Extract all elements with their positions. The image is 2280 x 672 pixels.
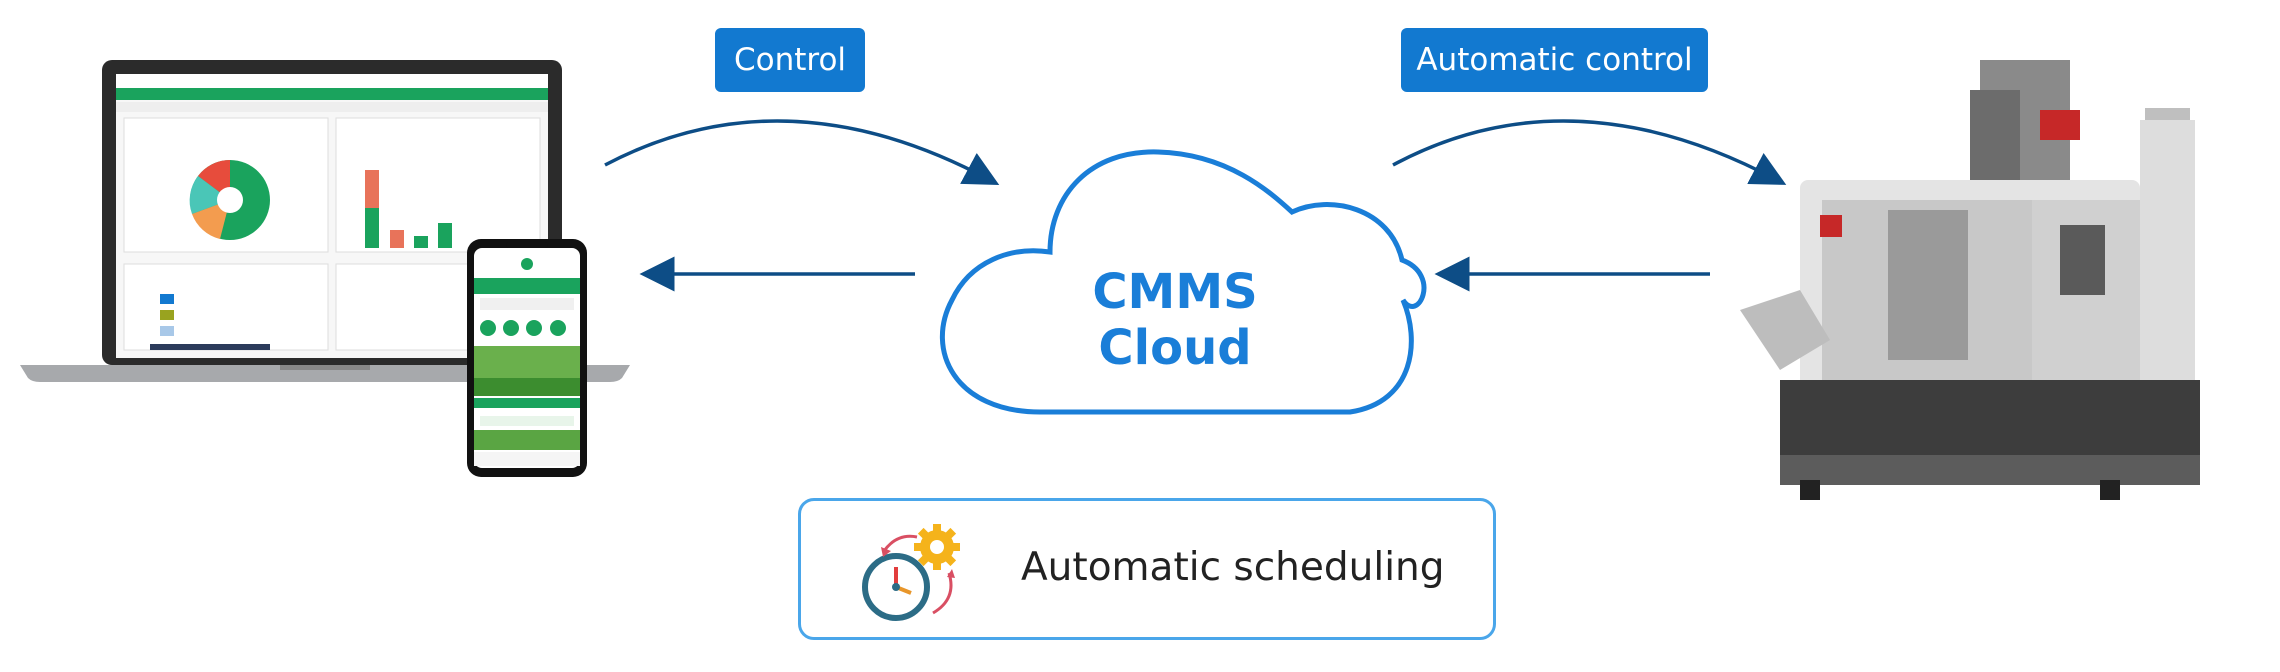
arrow-cloud-to-machine: [1392, 119, 1787, 185]
automatic-scheduling-label: Automatic scheduling: [1021, 545, 1445, 590]
cloud-label: CMMS Cloud: [1092, 264, 1258, 376]
cloud-icon: [940, 149, 1427, 415]
control-label: Control: [715, 28, 865, 92]
automatic-control-label-text: Automatic control: [1416, 42, 1693, 78]
automatic-control-label: Automatic control: [1401, 28, 1708, 92]
arrow-laptop-to-cloud: [604, 119, 1000, 185]
automatic-scheduling-box: Automatic scheduling: [798, 498, 1496, 640]
cnc-machine-icon: [1740, 60, 2200, 500]
clock-gear-icon: [862, 524, 960, 621]
phone-app-icon: [467, 239, 587, 477]
control-label-text: Control: [733, 42, 847, 78]
